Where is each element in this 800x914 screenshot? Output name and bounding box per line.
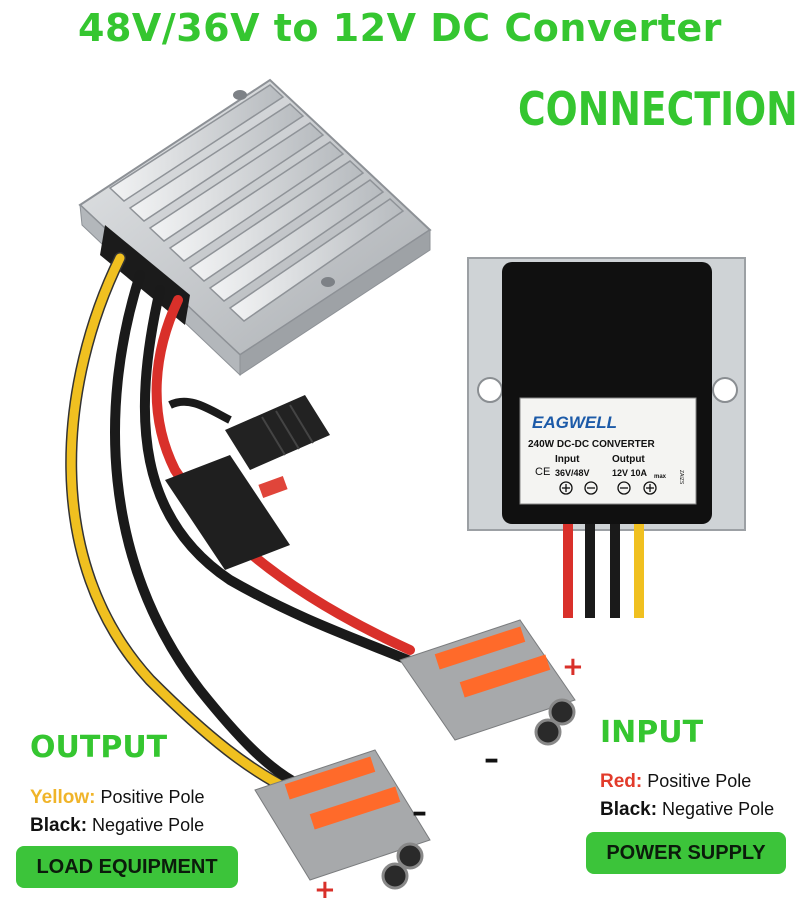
load-equipment-badge: LOAD EQUIPMENT [16,846,238,888]
input-heading: INPUT [600,715,704,750]
label-side-text: ZAIZS [678,470,684,485]
input-plus-sign: + [562,652,584,682]
converter-left [78,78,432,377]
page-title: 48V/36V to 12V DC Converter [78,6,722,50]
polarity-symbols [559,481,657,495]
input-red-desc: Positive Pole [647,771,752,791]
label-input-value: 36V/48V [555,468,590,478]
brand-logo: EAGWELL [532,413,617,432]
input-black-desc: Negative Pole [662,799,775,819]
input-legend-black: Black: Negative Pole [600,799,774,821]
label-output-suffix: max [654,474,667,480]
label-product: 240W DC-DC CONVERTER [528,439,655,450]
input-black-word: Black: [600,799,658,820]
converter-right [467,257,746,618]
fuse-holder [165,395,330,570]
label-ce: CE [535,466,550,478]
output-black-desc: Negative Pole [92,815,205,835]
label-output-value: 12V 10A [612,468,648,478]
input-red-word: Red: [600,771,643,792]
converter-label: EAGWELL 240W DC-DC CONVERTER Input Outpu… [528,413,684,495]
input-minus-sign: – [484,742,499,777]
input-legend-red: Red: Positive Pole [600,771,751,793]
output-legend-black: Black: Negative Pole [30,815,204,837]
output-heading: OUTPUT [30,730,168,765]
power-supply-badge: POWER SUPPLY [586,832,786,874]
output-legend-yellow: Yellow: Positive Pole [30,787,205,809]
output-minus-sign: – [412,795,427,830]
lever-connector-output [254,749,431,890]
output-plus-sign: + [314,875,336,905]
label-input-title: Input [555,454,580,465]
output-yellow-word: Yellow: [30,787,96,808]
output-black-word: Black: [30,815,88,836]
wires-left [65,252,425,796]
output-yellow-desc: Positive Pole [100,787,205,807]
lever-connector-input [399,619,576,746]
label-output-title: Output [612,454,645,465]
